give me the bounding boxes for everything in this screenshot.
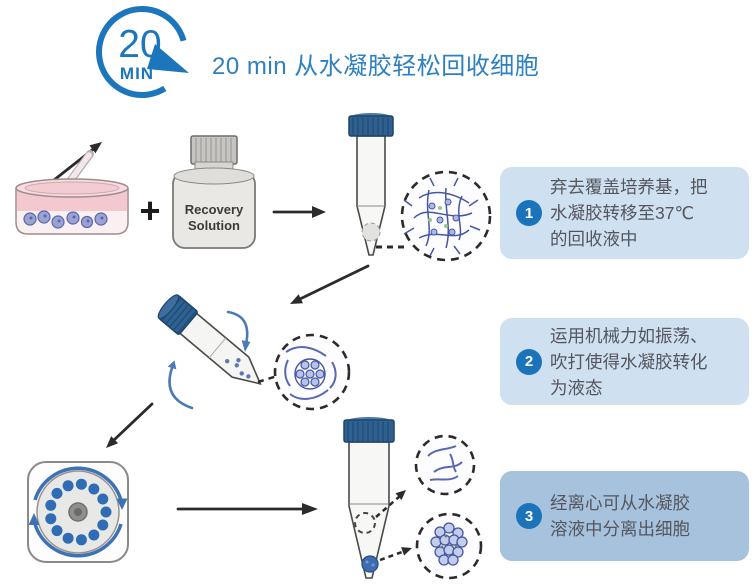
step-box-1: 1 弃去覆盖培养基，把 水凝胶转移至37℃ 的回收液中	[500, 167, 749, 259]
recovered-cells-icon	[430, 522, 468, 566]
step-2-text: 运用机械力如振荡、 吹打使得水凝胶转化 为液态	[550, 325, 708, 398]
arrow-down-left-icon	[106, 402, 154, 448]
cell-cluster-icon	[294, 358, 326, 390]
gel-piece-icon	[361, 222, 381, 242]
embedded-cells-icon	[428, 198, 460, 236]
shake-arrows-icon	[167, 310, 251, 410]
hydrogel-mesh-icon	[403, 177, 481, 257]
hydrogel-zoom-circle	[376, 170, 492, 262]
loose-polymer-strands-icon	[284, 346, 337, 400]
step-number-badge: 3	[516, 503, 542, 529]
cells-in-dish-icon	[23, 210, 108, 229]
centrifuge-illustration	[27, 461, 129, 563]
step-3-text: 经离心可从水凝胶 溶液中分离出细胞	[550, 493, 690, 539]
step-box-2: 2 运用机械力如振荡、 吹打使得水凝胶转化 为液态	[500, 318, 749, 405]
shaking-tube-illustration	[157, 294, 351, 411]
supernatant-sample-circle	[354, 512, 376, 534]
plus-sign: +	[139, 190, 161, 231]
bottle-label-line1: Recovery	[185, 202, 244, 217]
timer-20min-icon: 20 MIN	[96, 6, 189, 98]
bottle-label-line2: Solution	[188, 218, 240, 233]
arrow-right-icon	[272, 206, 326, 218]
badge-number: 20	[118, 23, 161, 66]
polymer-zoom-circle	[414, 434, 476, 496]
step-number-badge: 2	[516, 348, 542, 375]
cell-pellet-icon	[361, 555, 379, 573]
dissolved-polymer-icon	[427, 445, 463, 481]
recovery-solution-bottle: Recovery Solution	[172, 135, 256, 249]
timer-arrowhead-icon	[147, 44, 189, 73]
tube-cap-icon	[348, 115, 394, 137]
tube-cap-icon	[343, 419, 395, 443]
step-number-badge: 1	[516, 200, 542, 226]
tube-with-hydrogel	[348, 113, 394, 256]
page-title: 20 min 从水凝胶轻松回收细胞	[212, 53, 540, 80]
arrow-down-left-icon	[290, 264, 370, 304]
spin-arrows-icon	[28, 466, 128, 558]
rotor-tubes-icon	[45, 478, 112, 546]
arrow-right-icon	[176, 503, 318, 515]
petri-dish-illustration	[15, 142, 129, 235]
step-box-3: 3 经离心可从水凝胶 溶液中分离出细胞	[500, 471, 749, 561]
badge-unit: MIN	[120, 64, 154, 83]
step-1-text: 弃去覆盖培养基，把 水凝胶转移至37℃ 的回收液中	[550, 177, 708, 249]
separated-cells-illustration	[343, 417, 483, 580]
